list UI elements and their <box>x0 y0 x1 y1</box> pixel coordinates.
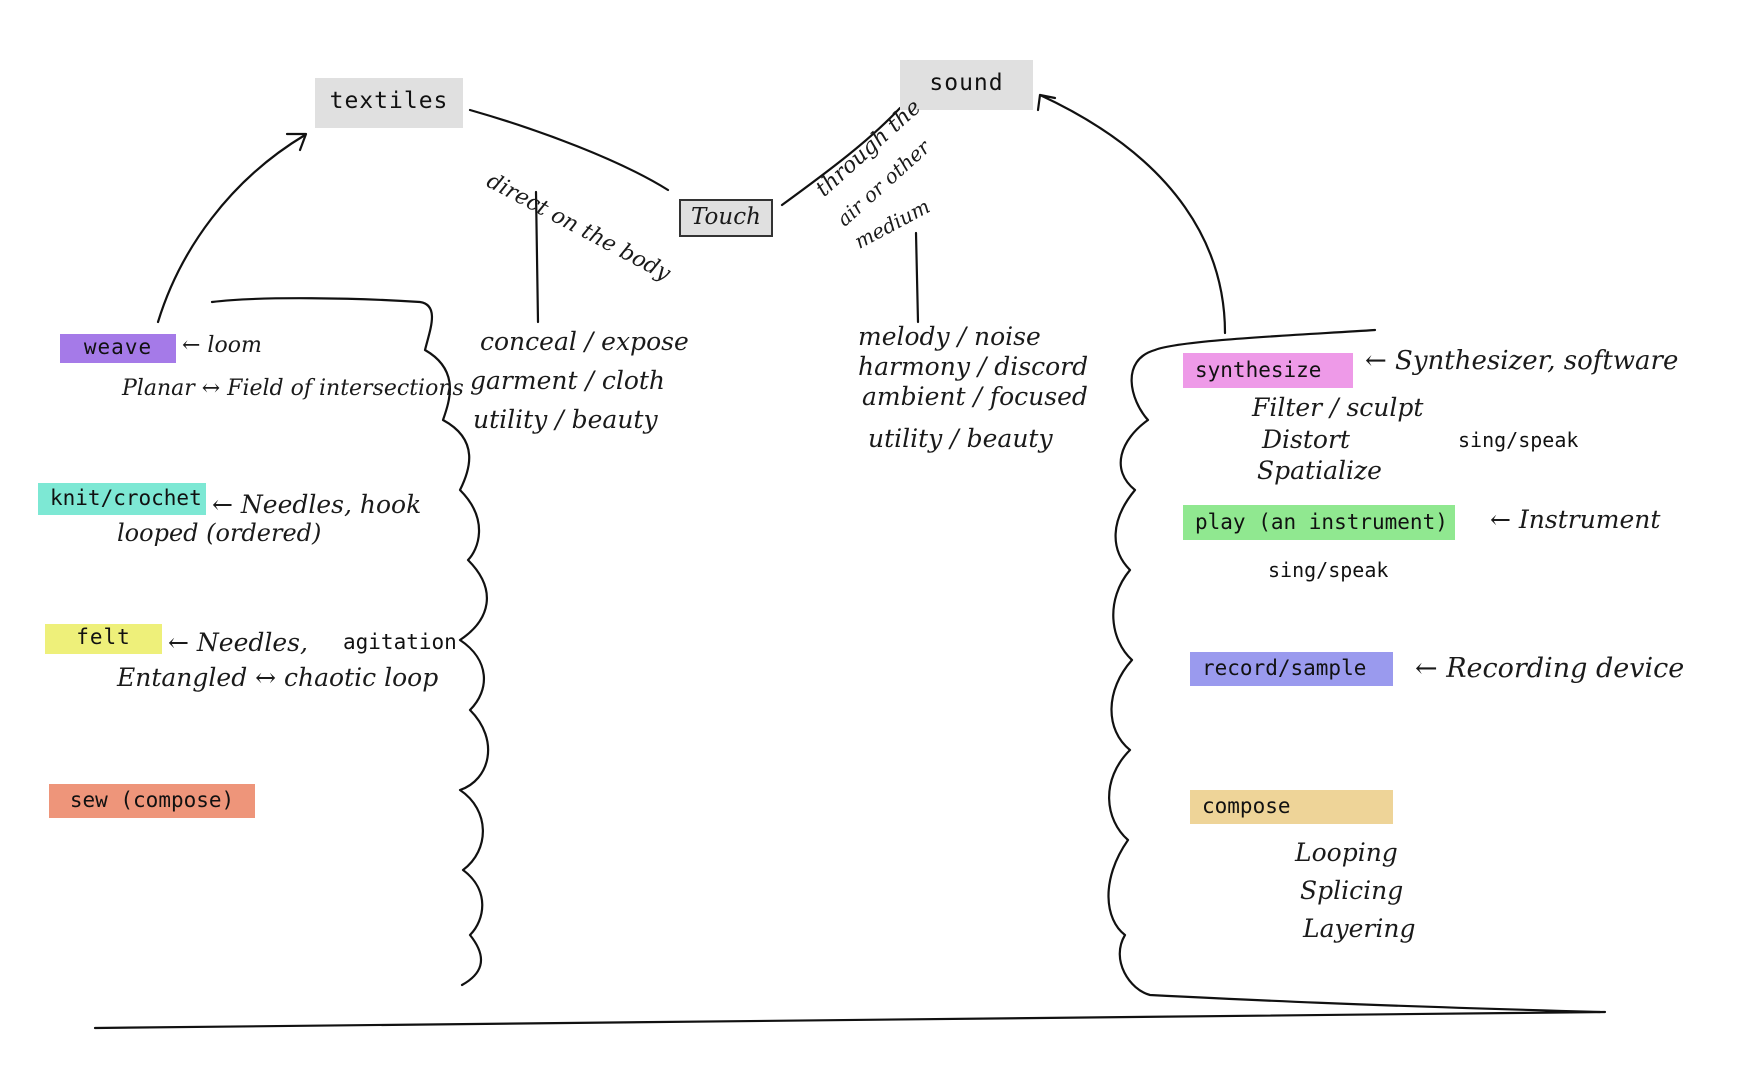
compose-note-looping: Looping <box>1295 838 1398 867</box>
textiles-node[interactable]: textiles <box>315 78 463 128</box>
sew-compose-label[interactable]: sew (compose) <box>49 784 255 818</box>
felt-tool-handwritten: ← Needles, <box>168 628 308 657</box>
weave-tool: ← loom <box>182 333 262 358</box>
synthesize-label[interactable]: synthesize <box>1183 353 1353 388</box>
synth-aside: sing/speak <box>1458 428 1579 452</box>
sound-node[interactable]: sound <box>900 60 1033 110</box>
record-sample-label[interactable]: record/sample <box>1190 652 1393 686</box>
play-instrument-label[interactable]: play (an instrument) <box>1183 505 1455 540</box>
sound-note-2: harmony / discord <box>858 352 1089 381</box>
sound-touch-line <box>780 106 902 207</box>
sound-note-1: melody / noise <box>858 322 1041 351</box>
felt-note: Entangled ↔ chaotic loop <box>117 663 439 692</box>
sound-outline <box>1107 328 1602 1014</box>
synth-note-filter: Filter / sculpt <box>1252 393 1424 422</box>
sound-notes-stem <box>914 231 920 324</box>
touch-node[interactable]: Touch <box>679 199 773 237</box>
compose-note-layering: Layering <box>1303 914 1416 943</box>
sound-note-3: ambient / focused <box>862 382 1088 411</box>
textiles-touch-line <box>468 108 670 192</box>
play-aside: sing/speak <box>1268 558 1389 582</box>
weave-note: Planar ↔ Field of intersections <box>122 376 464 401</box>
knit-note: looped (ordered) <box>117 519 322 547</box>
textile-note-1: conceal / expose <box>480 327 689 356</box>
knit-crochet-label[interactable]: knit/crochet <box>38 483 206 515</box>
record-tool: ← Recording device <box>1415 653 1685 684</box>
weave-label[interactable]: weave <box>60 334 176 363</box>
synthesize-tool: ← Synthesizer, software <box>1365 346 1679 376</box>
textiles-notes-stem <box>534 190 540 324</box>
synth-note-spatialize: Spatialize <box>1257 456 1382 485</box>
felt-tool-typed: agitation <box>343 630 457 654</box>
play-tool: ← Instrument <box>1490 505 1661 534</box>
compose-label[interactable]: compose <box>1190 790 1393 824</box>
synth-note-distort: Distort <box>1262 425 1350 454</box>
sound-note-4: utility / beauty <box>868 424 1053 453</box>
felt-label[interactable]: felt <box>45 624 162 654</box>
compose-note-splicing: Splicing <box>1300 876 1404 905</box>
knit-tool: ← Needles, hook <box>212 490 422 519</box>
textile-note-3: utility / beauty <box>473 405 658 434</box>
synth-to-sound-arrow <box>1036 93 1227 335</box>
weave-to-textiles-arrow <box>156 132 308 324</box>
textile-note-2: garment / cloth <box>470 366 666 395</box>
